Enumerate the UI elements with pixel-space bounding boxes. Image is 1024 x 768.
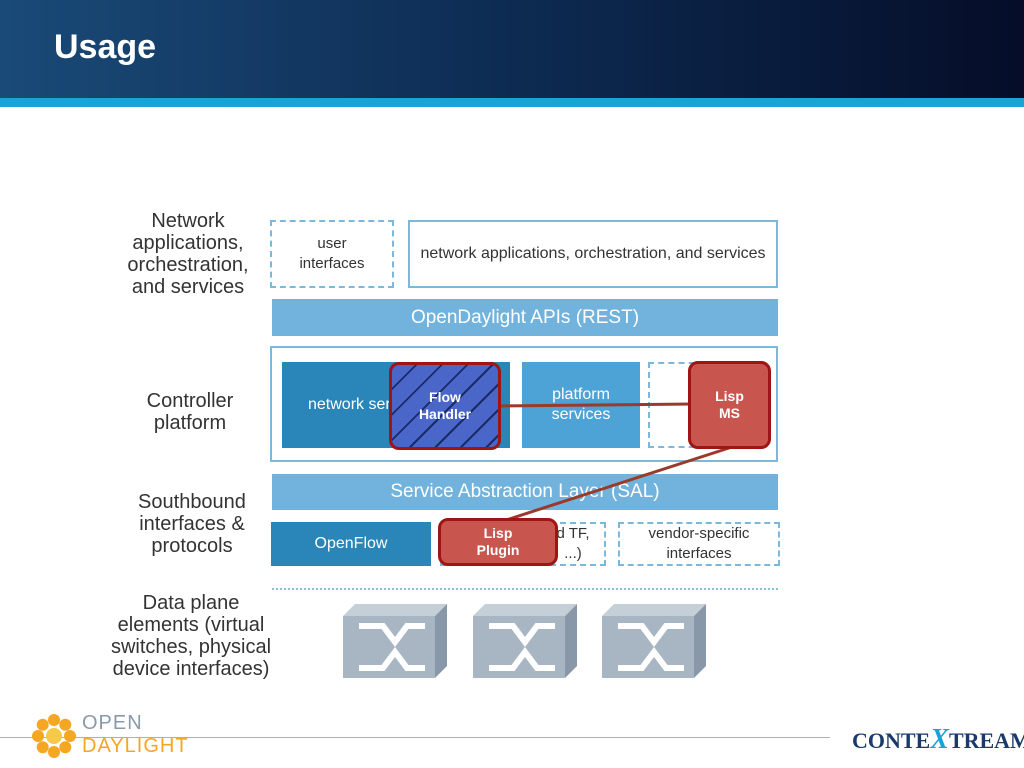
vendor-specific-box: vendor-specific interfaces [618, 522, 780, 566]
opendaylight-logo-line1: OPEN [82, 712, 143, 734]
contextream-logo: CONTEXTREAM [852, 724, 1024, 756]
opendaylight-logo-icon [32, 714, 76, 758]
header-stripe [0, 98, 1024, 107]
plane-separator [272, 588, 778, 590]
sal-bar: Service Abstraction Layer (SAL) [272, 474, 778, 510]
user-interfaces-box: user interfaces [270, 220, 394, 288]
network-switch-icon [343, 604, 447, 678]
contextream-logo-x: X [930, 724, 949, 755]
opendaylight-apis-bar: OpenDaylight APIs (REST) [272, 299, 778, 336]
opendaylight-logo-line2: DAYLIGHT [82, 735, 189, 757]
contextream-logo-part2: TREAM [948, 728, 1024, 753]
row-label-controller: Controller platform [146, 390, 234, 434]
network-switch-icon [473, 604, 577, 678]
lisp-ms-box: Lisp MS [688, 361, 771, 449]
row-label-dataplane: Data plane elements (virtual switches, p… [110, 592, 272, 680]
slide-title: Usage [54, 28, 157, 66]
row-label-apps: Network applications, orchestration, and… [127, 210, 249, 298]
lisp-ms-to-plugin-link [499, 445, 733, 524]
network-switch-icon [602, 604, 706, 678]
slide-header: Usage [0, 0, 1024, 98]
openflow-box: OpenFlow [271, 522, 431, 566]
contextream-logo-part1: CONTE [852, 728, 931, 753]
flow-handler-box: Flow Handler [389, 362, 501, 450]
row-label-southbound: Southbound interfaces & protocols [138, 491, 246, 557]
flow-to-lisp-ms-link [495, 402, 693, 408]
footer-line [0, 737, 830, 738]
lisp-plugin-box: Lisp Plugin [438, 518, 558, 566]
network-apps-box: network applications, orchestration, and… [408, 220, 778, 288]
